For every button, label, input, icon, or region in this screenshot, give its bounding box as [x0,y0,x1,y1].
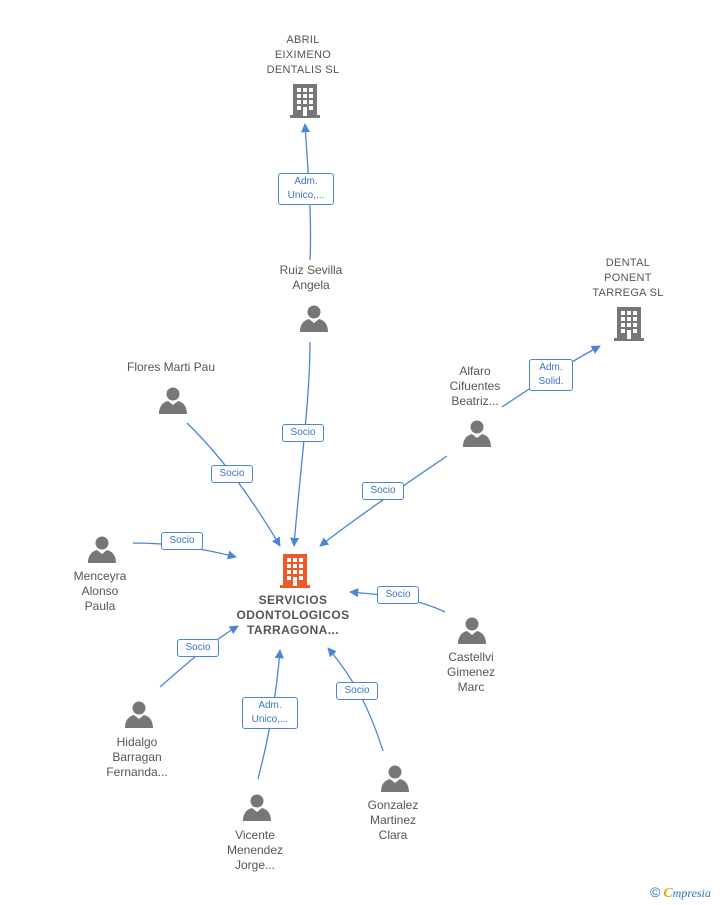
node-abril-label[interactable]: ABRIL EIXIMENO DENTALIS SL [228,33,378,78]
node-alfaro-label[interactable]: Alfaro Cifuentes Beatriz... [400,364,550,409]
label-line: Paula [84,599,116,613]
label-line: TARRAGONA... [247,623,339,637]
label-line: PONENT [604,272,652,284]
label-line: Angela [292,278,330,292]
person-icon[interactable] [458,617,486,645]
label-line: Menendez [226,843,284,857]
label-line: Vicente [235,828,275,842]
label-line: Jorge... [234,858,276,872]
edge-label-line: Socio [219,468,245,479]
edge-label-line: Socio [185,642,211,653]
label-line: Cifuentes [449,379,501,393]
person-icon[interactable] [381,765,409,793]
edge-label-line: Unico,... [251,714,289,725]
label-line: Flores Marti Pau [126,360,216,374]
edge-flores-center [186,422,281,547]
edge-label-line: Adm. [258,700,282,711]
label-line: ABRIL [286,34,320,46]
label-line: Fernanda... [106,765,168,779]
person-icon[interactable] [125,701,153,729]
edge-label-line: Socio [385,589,411,600]
label-line: TARREGA SL [592,287,664,299]
edge-label-alfaro-center[interactable]: Socio [362,482,404,500]
edge-label-ruiz-abril[interactable]: Adm. Unico,... [278,173,334,205]
label-line: SERVICIOS [258,593,328,607]
label-line: Marc [457,680,485,694]
edge-label-alfaro-dental[interactable]: Adm. Solid. [529,359,573,391]
label-line: ODONTOLOGICOS [236,608,350,622]
center-building-icon[interactable] [280,554,310,588]
edge-alfaro-center [319,455,448,547]
edge-label-line: Socio [370,485,396,496]
edge-label-line: Socio [169,535,195,546]
node-gonzalez-label[interactable]: Gonzalez Martinez Clara [318,798,468,843]
node-ruiz-label[interactable]: Ruiz Sevilla Angela [236,263,386,293]
person-icon[interactable] [243,794,271,822]
edge-label-flores-center[interactable]: Socio [211,465,253,483]
node-flores-label[interactable]: Flores Marti Pau [96,360,246,375]
edge-label-line: Adm. [539,362,563,373]
brand-logo: © Cmpresia [650,884,711,902]
brand-initial: C [663,886,673,901]
building-icon[interactable] [290,84,320,118]
node-castellvi-label[interactable]: Castellvi Gimenez Marc [396,650,546,695]
person-icon[interactable] [159,387,187,415]
edge-label-line: Socio [344,685,370,696]
edge-label-line: Unico,... [287,190,325,201]
label-line: Gimenez [446,665,496,679]
node-menceyra-label[interactable]: Menceyra Alonso Paula [25,569,175,614]
brand-name: mpresia [672,886,711,900]
label-line: Hidalgo [116,735,158,749]
edge-label-line: Adm. [294,176,318,187]
edge-label-line: Solid. [538,376,564,387]
label-line: Menceyra [73,569,127,583]
label-line: DENTALIS SL [266,64,340,76]
edge-label-castellvi-center[interactable]: Socio [377,586,419,604]
label-line: Beatriz... [451,394,499,408]
person-icon[interactable] [88,536,116,564]
copyright-icon: © [650,884,661,900]
person-icon[interactable] [300,305,328,333]
label-line: Barragan [112,750,162,764]
label-line: Castellvi [448,650,494,664]
edge-label-vicente-center[interactable]: Adm. Unico,... [242,697,298,729]
label-line: Ruiz Sevilla [279,263,343,277]
node-vicente-label[interactable]: Vicente Menendez Jorge... [180,828,330,873]
edge-label-line: Socio [290,427,316,438]
label-line: Martinez [369,813,416,827]
label-line: DENTAL [605,257,651,269]
node-hidalgo-label[interactable]: Hidalgo Barragan Fernanda... [62,735,212,780]
label-line: Alonso [81,584,119,598]
label-line: EIXIMENO [274,49,332,61]
node-dental-ponent-label[interactable]: DENTAL PONENT TARREGA SL [553,256,703,301]
label-line: Clara [378,828,408,842]
edge-label-ruiz-center[interactable]: Socio [282,424,324,442]
building-icon[interactable] [614,307,644,341]
person-icon[interactable] [463,420,491,448]
edge-label-menceyra-center[interactable]: Socio [161,532,203,550]
node-center-label[interactable]: SERVICIOS ODONTOLOGICOS TARRAGONA... [218,593,368,638]
label-line: Gonzalez [367,798,419,812]
edge-label-hidalgo-center[interactable]: Socio [177,639,219,657]
label-line: Alfaro [459,364,491,378]
edge-ruiz-center [290,341,311,547]
edge-label-gonzalez-center[interactable]: Socio [336,682,378,700]
